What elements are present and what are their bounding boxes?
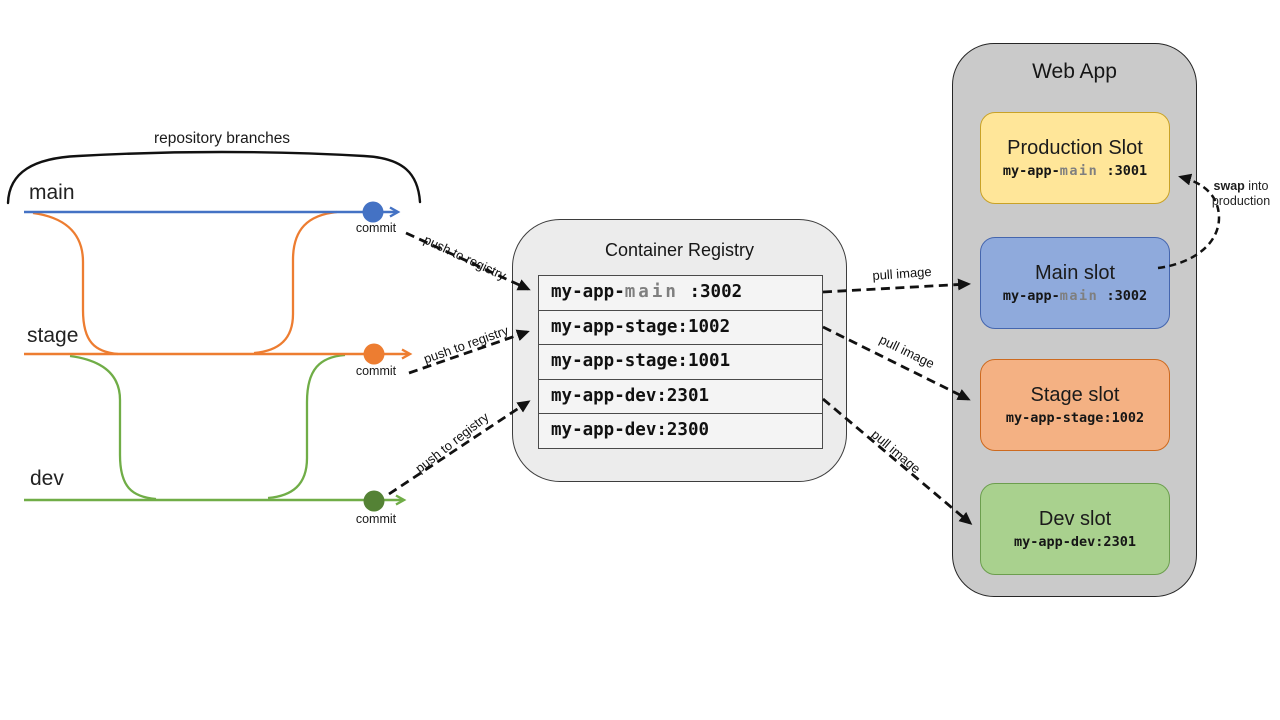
main-commit-dot <box>362 201 384 223</box>
push-to-registry-label-2: push to registry <box>421 322 511 367</box>
slot-image: my-app-dev:2301 <box>1014 534 1136 550</box>
dev-commit-dot <box>363 490 385 512</box>
branch-label-main: main <box>29 181 75 204</box>
stage-commit-dot <box>363 343 385 365</box>
slot-image: my-app-main :3001 <box>1002 163 1148 179</box>
container-registry-title: Container Registry <box>604 240 755 260</box>
stage-branch-curves <box>32 210 338 356</box>
registry-row-dev-2301: my-app-dev:2301 <box>538 378 823 414</box>
image-text: my-app-stage:1001 <box>551 351 731 371</box>
branch-label-stage: stage <box>27 324 79 347</box>
commit-label-main: commit <box>355 221 397 235</box>
pull-image-label-2: pull image <box>877 331 937 372</box>
registry-row-stage-1001: my-app-stage:1001 <box>538 344 823 380</box>
slot-image: my-app-main :3002 <box>1002 288 1148 304</box>
image-text: my-app-dev:2300 <box>551 420 710 440</box>
push-to-registry-label-1: push to registry <box>421 231 509 284</box>
slot-title: Main slot <box>1034 262 1116 284</box>
commit-label-dev: commit <box>355 512 397 526</box>
image-name: main <box>624 282 679 302</box>
repository-branches-label: repository branches <box>153 130 291 147</box>
image-text: my-app-dev:2301 <box>551 385 710 406</box>
dev-slot: Dev slot my-app-dev:2301 <box>980 483 1170 575</box>
registry-table: my-app-main :3002 my-app-stage:1002 my-a… <box>538 275 823 449</box>
image-text: my-app-stage:1002 <box>551 316 731 337</box>
registry-row-stage-1002: my-app-stage:1002 <box>538 309 823 345</box>
pull-image-label-3: pull image <box>868 426 924 477</box>
commit-label-stage: commit <box>355 364 397 378</box>
dev-branch-curves <box>69 353 346 501</box>
slot-title: Dev slot <box>1038 508 1112 530</box>
push-to-registry-label-3: push to registry <box>412 409 492 476</box>
image-tag: :3002 <box>678 282 743 302</box>
main-slot: Main slot my-app-main :3002 <box>980 237 1170 329</box>
slot-title: Stage slot <box>1030 384 1120 406</box>
pull-image-label-1: pull image <box>871 263 933 284</box>
swap-into-production-label: swap into production <box>1211 179 1271 208</box>
image-prefix: my-app- <box>551 282 625 302</box>
registry-row-main-3002: my-app-main :3002 <box>538 275 823 311</box>
web-app-title: Web App <box>1032 60 1117 83</box>
slot-title: Production Slot <box>1007 137 1143 159</box>
registry-row-dev-2300: my-app-dev:2300 <box>538 413 823 449</box>
stage-slot: Stage slot my-app-stage:1002 <box>980 359 1170 451</box>
slot-image: my-app-stage:1002 <box>1005 410 1145 426</box>
production-slot: Production Slot my-app-main :3001 <box>980 112 1170 204</box>
swap-word: swap <box>1213 179 1245 193</box>
branch-label-dev: dev <box>30 467 64 490</box>
